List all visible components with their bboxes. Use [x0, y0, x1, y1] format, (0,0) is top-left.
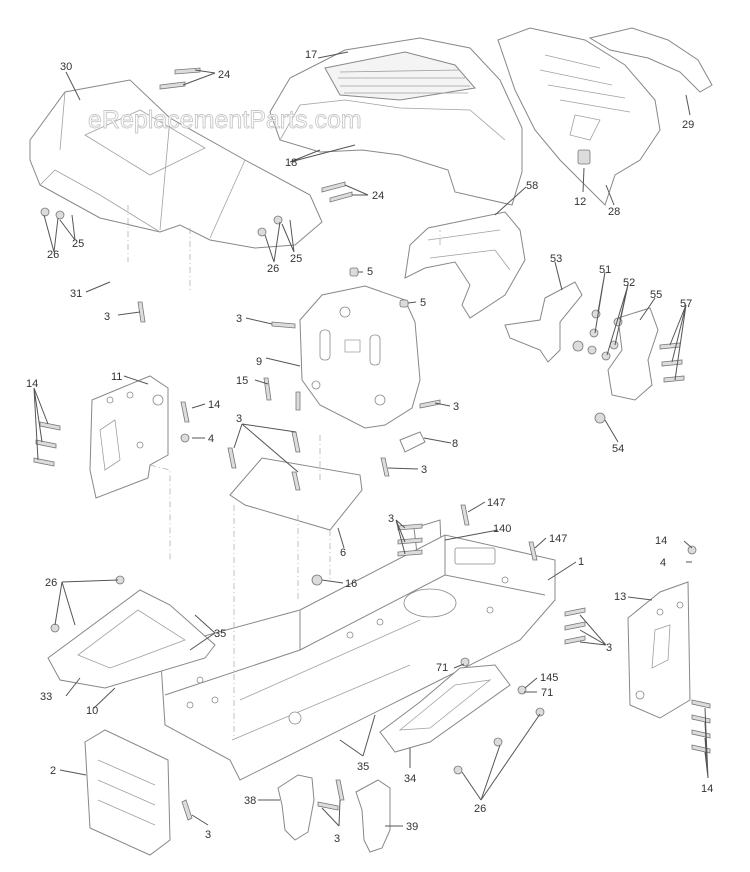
callout-28: 28 — [608, 206, 620, 218]
callout-3-g: 3 — [606, 642, 612, 654]
callout-33: 33 — [40, 691, 52, 703]
nut-12 — [577, 149, 591, 165]
callout-25-left: 25 — [72, 238, 84, 250]
watermark-text: eReplacementParts.com — [88, 106, 362, 134]
callout-4-left: 4 — [208, 433, 214, 445]
callout-26-right: 26 — [267, 263, 279, 275]
callout-14-right: 14 — [655, 535, 667, 547]
callout-labels: 30 24 17 29 18 12 28 24 58 25 26 26 25 5… — [26, 49, 713, 845]
callout-58: 58 — [526, 180, 538, 192]
callout-14-left: 14 — [26, 378, 38, 390]
callout-3-d: 3 — [236, 413, 242, 425]
callout-3-h: 3 — [205, 829, 211, 841]
bracket-55-part — [607, 307, 659, 401]
assembly-centerlines — [127, 205, 441, 740]
grille-part — [497, 27, 661, 206]
callout-53: 53 — [550, 253, 562, 265]
callout-8: 8 — [452, 438, 458, 450]
callout-34: 34 — [404, 773, 416, 785]
callout-4-right: 4 — [660, 557, 666, 569]
front-bracket-part — [84, 729, 171, 856]
callout-29: 29 — [682, 119, 694, 131]
bracket-39-part — [355, 779, 391, 853]
callout-55: 55 — [650, 289, 662, 301]
callout-52: 52 — [623, 277, 635, 289]
callout-12: 12 — [574, 196, 586, 208]
callout-18: 18 — [285, 157, 297, 169]
callout-26-left: 26 — [47, 249, 59, 261]
callout-16: 16 — [345, 578, 357, 590]
right-footrest-part — [379, 664, 511, 753]
plate-6-part — [229, 457, 363, 531]
clip-8-part — [399, 431, 426, 453]
callout-14-mid: 14 — [208, 399, 220, 411]
callout-38: 38 — [244, 795, 256, 807]
callout-54: 54 — [612, 443, 624, 455]
rear-fender-part — [29, 79, 323, 249]
callout-147-top: 147 — [487, 497, 505, 509]
bracket-53-part — [504, 281, 583, 363]
left-side-panel-part — [89, 375, 169, 499]
callout-24-top: 24 — [218, 69, 230, 81]
bracket-38-part — [277, 774, 315, 841]
callout-2: 2 — [50, 765, 56, 777]
shield-part — [404, 211, 526, 319]
callout-5-mid: 5 — [420, 297, 426, 309]
top-bracket-part — [588, 27, 713, 93]
callout-3-f: 3 — [388, 513, 394, 525]
callout-1: 1 — [578, 556, 584, 568]
right-side-panel-part — [627, 581, 691, 719]
callout-5-top: 5 — [367, 266, 373, 278]
hood-part — [269, 37, 523, 206]
fasteners — [33, 67, 711, 821]
main-frame-part — [159, 534, 556, 781]
callout-15: 15 — [236, 375, 248, 387]
dash-panel-part — [299, 285, 421, 429]
callout-9: 9 — [256, 356, 262, 368]
callout-3-a: 3 — [104, 311, 110, 323]
callout-17: 17 — [305, 49, 317, 61]
callout-14-bottom: 14 — [701, 783, 713, 795]
callout-39: 39 — [406, 821, 418, 833]
callout-147-right: 147 — [549, 533, 567, 545]
callout-26-mid: 26 — [45, 577, 57, 589]
callout-57: 57 — [680, 298, 692, 310]
leader-lines — [33, 51, 709, 827]
callout-71-top: 71 — [436, 662, 448, 674]
callout-6: 6 — [340, 547, 346, 559]
left-footrest-part — [47, 589, 216, 689]
callout-10: 10 — [86, 705, 98, 717]
callout-3-i: 3 — [334, 833, 340, 845]
callout-24-mid: 24 — [372, 190, 384, 202]
callout-25-right: 25 — [290, 253, 302, 265]
callout-13: 13 — [614, 591, 626, 603]
callout-51: 51 — [599, 264, 611, 276]
callout-3-e: 3 — [421, 464, 427, 476]
callout-140: 140 — [493, 523, 511, 535]
callout-30: 30 — [60, 61, 72, 73]
callout-3-b: 3 — [236, 313, 242, 325]
callout-26-bottom: 26 — [474, 803, 486, 815]
callout-35-left: 35 — [214, 628, 226, 640]
callout-145: 145 — [540, 672, 558, 684]
callout-3-c: 3 — [453, 401, 459, 413]
callout-11: 11 — [111, 371, 122, 383]
callout-31: 31 — [70, 288, 82, 300]
callout-35-bottom: 35 — [357, 761, 369, 773]
callout-71-right: 71 — [541, 687, 553, 699]
